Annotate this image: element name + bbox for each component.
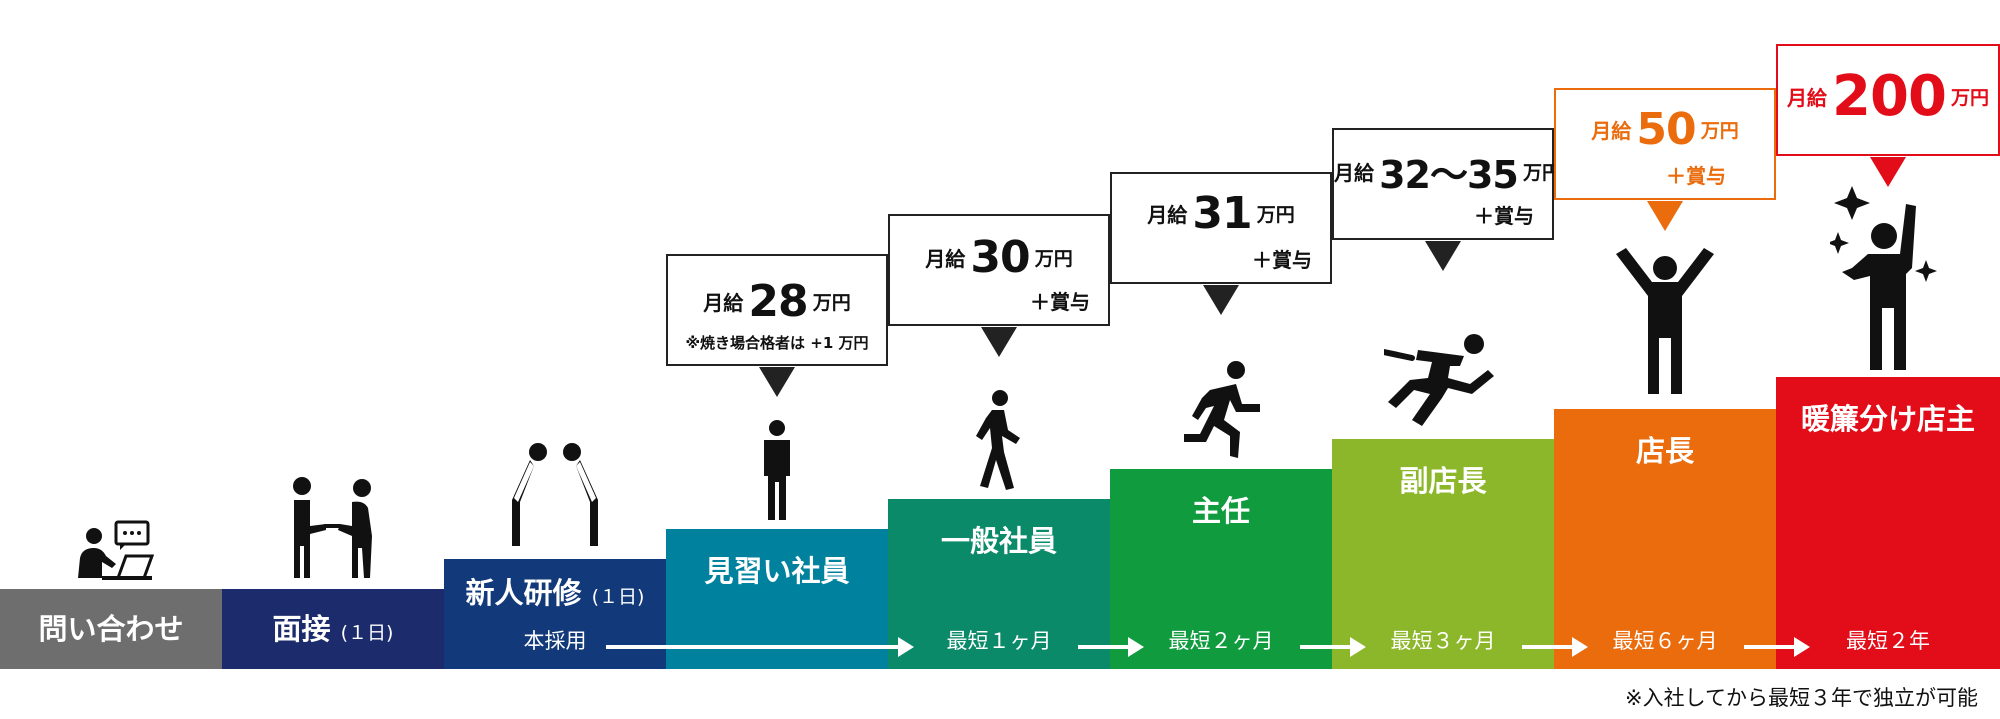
arrow-assistant-to-manager	[1522, 637, 1588, 657]
salary-amount: 50	[1636, 104, 1696, 155]
step-chief: 主任 最短２ヶ月	[1110, 469, 1332, 669]
step-title: 店長	[1635, 434, 1694, 468]
arrow-training-to-employee	[606, 637, 914, 657]
step-title: 暖簾分け店主	[1800, 402, 1975, 436]
step-title: 面接 (１日)	[222, 611, 444, 651]
bubble-tail	[1647, 201, 1683, 231]
celebrating-person-icon	[1830, 186, 1937, 370]
walking-person-icon	[976, 390, 1020, 490]
step-employee: 一般社員 最短１ヶ月	[888, 499, 1110, 669]
handshake-greeting-icon	[293, 477, 372, 578]
step-title-main: 新人研修	[465, 576, 582, 610]
step-inquiry: 問い合わせ	[0, 589, 222, 669]
sprinting-person-icon	[1384, 334, 1494, 426]
salary-amount: 30	[970, 232, 1030, 283]
footnote: ※入社してから最短３年で独立が可能	[1625, 686, 1978, 710]
salary-bubble-assistant-manager: 月給 32～35 万円 ＋賞与	[1332, 128, 1561, 271]
salary-bubble-chief: 月給 31 万円 ＋賞与	[1110, 172, 1332, 315]
bubble-tail	[759, 367, 795, 397]
salary-label: 月給	[1786, 86, 1827, 110]
salary-amount: 200	[1832, 64, 1947, 129]
step-training: 新人研修 (１日) 本採用	[444, 559, 666, 669]
step-title: 主任	[1191, 494, 1250, 528]
step-franchise-owner: 暖簾分け店主 最短２年	[1776, 377, 2000, 669]
arrow-employee-to-chief	[1078, 637, 1144, 657]
salary-bubble-apprentice: 月給 28 万円 ※焼き場合格者は +1 万円	[666, 254, 888, 397]
salary-bonus: ＋賞与	[1252, 248, 1312, 272]
salary-bonus: ＋賞与	[1030, 290, 1090, 314]
step-assistant-manager: 副店長 最短３ヶ月	[1332, 439, 1554, 669]
bubble-tail	[981, 327, 1017, 357]
salary-unit: 万円	[1951, 87, 1990, 109]
bowing-people-icon	[512, 443, 598, 546]
standing-person-icon	[764, 420, 790, 520]
arrow-chief-to-assistant	[1300, 637, 1366, 657]
salary-label: 月給	[1147, 203, 1188, 227]
step-title-main: 面接	[272, 612, 331, 646]
step-sub: 最短２年	[1846, 629, 1930, 653]
step-sub: 最短１ヶ月	[946, 629, 1052, 653]
salary-bubble-employee: 月給 30 万円 ＋賞与	[888, 214, 1110, 357]
salary-unit: 万円	[1034, 248, 1073, 270]
step-title: 一般社員	[940, 524, 1057, 558]
step-title: 見習い社員	[704, 554, 850, 588]
bubble-tail	[1425, 241, 1461, 271]
step-sub: 最短６ヶ月	[1612, 629, 1718, 653]
step-sub: 最短２ヶ月	[1168, 629, 1274, 653]
salary-label: 月給	[1334, 161, 1374, 185]
salary-amount: 31	[1192, 188, 1252, 239]
bubble-tail	[1203, 285, 1239, 315]
salary-bonus: ＋賞与	[1666, 164, 1726, 188]
salary-bonus: ＋賞与	[1474, 204, 1534, 228]
salary-unit: 万円	[812, 292, 851, 314]
salary-label: 月給	[925, 247, 966, 271]
step-title-small: (１日)	[340, 622, 394, 644]
step-title-small: (１日)	[591, 586, 645, 608]
salary-label: 月給	[1591, 119, 1632, 143]
salary-unit: 万円	[1700, 120, 1739, 142]
arrow-manager-to-owner	[1744, 637, 1810, 657]
salary-unit: 万円	[1256, 204, 1295, 226]
salary-amount: 32～35	[1379, 153, 1519, 197]
step-interview: 面接 (１日)	[222, 589, 444, 669]
step-sub: 本採用	[523, 629, 587, 653]
step-title: 副店長	[1399, 464, 1487, 498]
salary-amount: 28	[748, 276, 808, 327]
salary-bubble-store-manager: 月給 50 万円 ＋賞与	[1554, 88, 1776, 231]
step-title: 新人研修 (１日)	[444, 575, 666, 615]
step-title: 問い合わせ	[38, 612, 184, 646]
running-person-icon	[1184, 361, 1260, 458]
salary-label: 月給	[703, 291, 744, 315]
arms-raised-person-icon	[1616, 248, 1714, 394]
bubble-tail	[1870, 157, 1906, 187]
step-store-manager: 店長 最短６ヶ月	[1554, 409, 1776, 669]
person-laptop-chat-icon	[78, 520, 154, 580]
salary-bubble-franchise-owner: 月給 200 万円	[1776, 44, 2000, 187]
salary-unit: 万円	[1522, 162, 1561, 184]
salary-note: ※焼き場合格者は +1 万円	[685, 334, 869, 352]
step-sub: 最短３ヶ月	[1390, 629, 1496, 653]
